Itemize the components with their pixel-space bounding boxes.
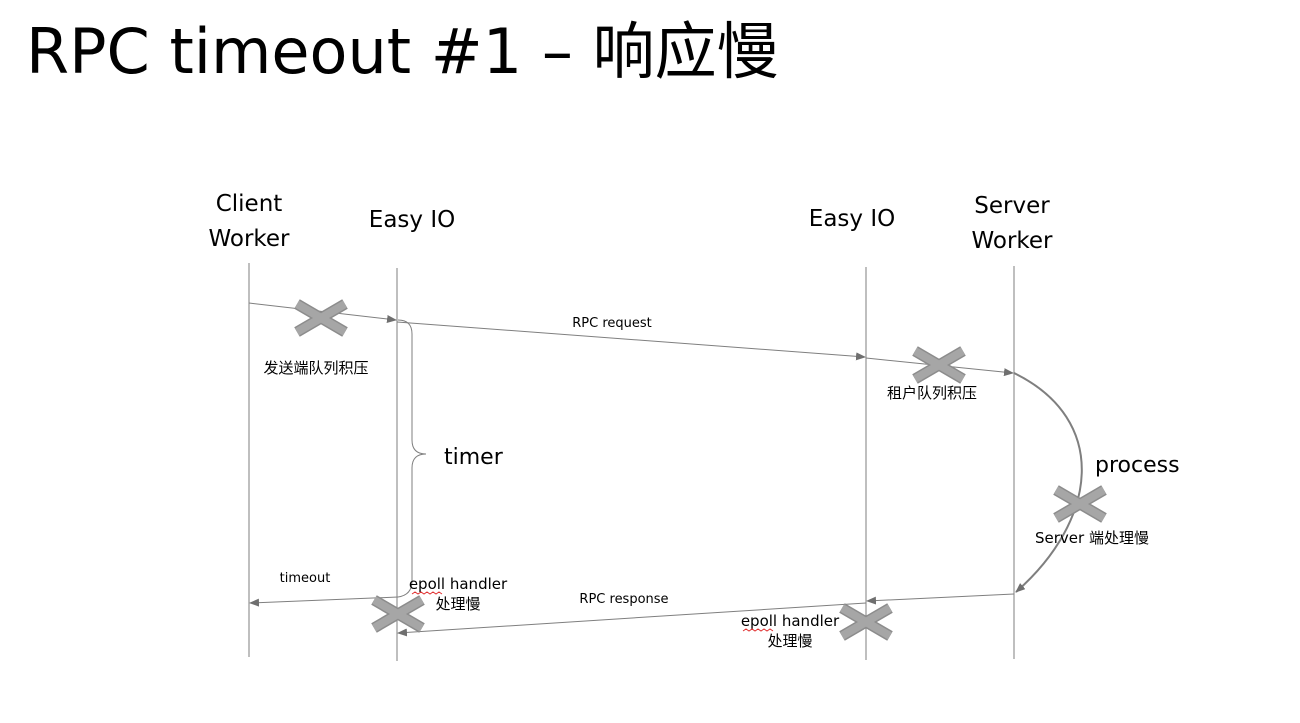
rpc-request-label: RPC request <box>572 316 652 331</box>
timer-label: timer <box>444 445 504 470</box>
client-worker-header-line1: Client <box>216 191 283 217</box>
client-worker-header-line2: Worker <box>208 226 290 252</box>
cross-icon-send-queue <box>294 299 348 337</box>
process-label: process <box>1095 453 1180 478</box>
server-worker-header-line1: Server <box>974 193 1050 219</box>
rpc-response-label: RPC response <box>579 592 668 607</box>
epoll-left-spellcheck-squiggle <box>411 591 443 595</box>
cross-icon-epoll-right <box>839 603 893 641</box>
epoll-right-spellcheck-squiggle <box>742 628 774 632</box>
server-worker-header-line2: Worker <box>971 228 1053 254</box>
rpc-response-arrow <box>397 602 867 637</box>
epoll-left-line1: epoll handler <box>409 575 508 593</box>
easy-io-right-header: Easy IO <box>809 206 895 232</box>
timer-brace <box>397 319 427 598</box>
server-to-easyio-arrow <box>866 593 1015 605</box>
timeout-arrow <box>249 596 399 607</box>
epoll-right-line1: epoll handler <box>741 612 840 630</box>
rpc-request-arrow <box>396 321 866 361</box>
epoll-right-line2: 处理慢 <box>767 632 812 650</box>
cross-icon-tenant-queue <box>912 346 966 384</box>
epoll-left-line2: 处理慢 <box>435 595 480 613</box>
cross-icon-epoll-left <box>371 595 425 633</box>
timeout-label: timeout <box>280 571 331 586</box>
send-queue-backlog-label: 发送端队列积压 <box>263 359 368 377</box>
slide-title: RPC timeout #1 – 响应慢 <box>26 15 779 88</box>
easy-io-left-header: Easy IO <box>369 207 455 233</box>
process-curve <box>1013 372 1083 593</box>
cross-icon-server-process <box>1053 485 1107 523</box>
server-slow-label: Server 端处理慢 <box>1035 529 1149 547</box>
tenant-queue-backlog-label: 租户队列积压 <box>887 384 977 402</box>
